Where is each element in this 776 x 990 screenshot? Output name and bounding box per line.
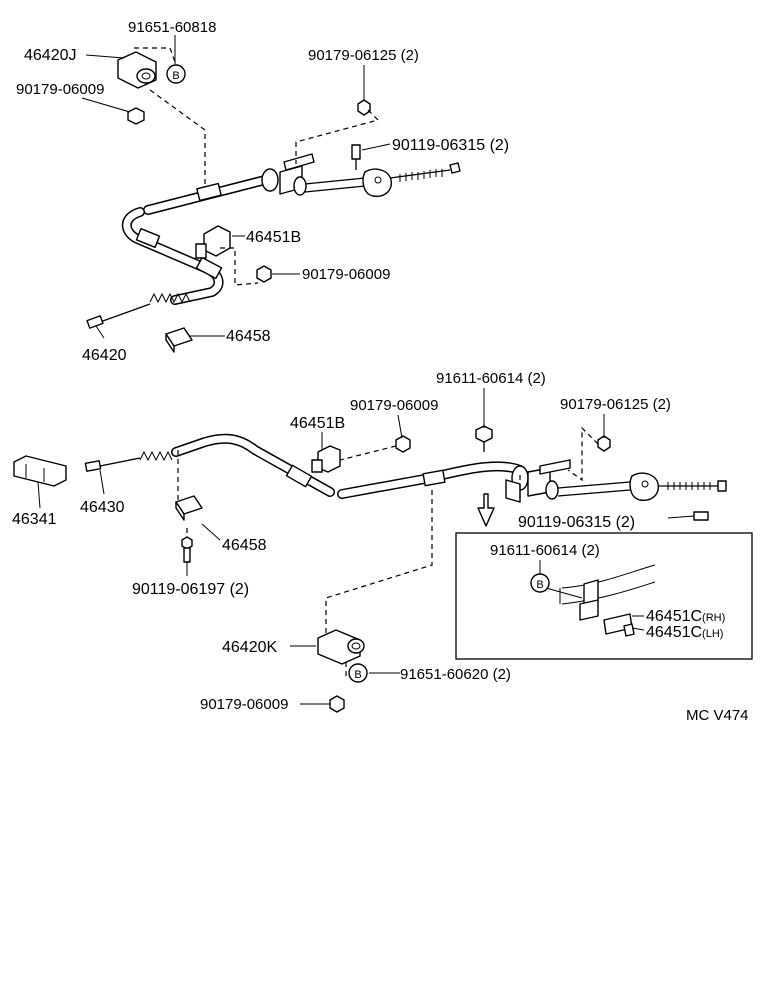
label-46458-bottom: 46458	[222, 537, 267, 554]
inset-arrow	[477, 493, 495, 527]
marker-b-top: B	[166, 64, 186, 84]
label-46451B-bottom: 46451B	[290, 415, 345, 432]
reference-code: MC V474	[686, 707, 749, 724]
label-90179-06125-bottom: 90179-06125 (2)	[560, 396, 671, 413]
label-90179-06125-top: 90179-06125 (2)	[308, 47, 419, 64]
clip-46458-bottom	[175, 495, 203, 521]
inset-box	[455, 532, 753, 660]
bolt-91611-60614-bottom	[475, 425, 493, 452]
label-90119-06197: 90119-06197 (2)	[132, 581, 249, 598]
clip-46451B-top	[195, 225, 231, 259]
nut-90179-06009-bottom	[329, 695, 345, 713]
label-46458-top: 46458	[226, 328, 271, 345]
label-90179-06009-bottom-mid: 90179-06009	[350, 397, 438, 414]
label-91651-60620: 91651-60620 (2)	[400, 666, 511, 683]
top-cable-assembly	[86, 153, 461, 329]
nut-90179-06125-bottom	[597, 435, 611, 452]
label-46420J: 46420J	[24, 47, 77, 64]
clip-46458-top	[165, 327, 193, 353]
part-46341	[13, 455, 67, 487]
label-46451C-lh-code: 46451C	[646, 624, 702, 641]
marker-b-inset: B	[530, 573, 550, 593]
label-90119-06315-bottom: 90119-06315 (2)	[518, 514, 635, 531]
label-46451B-top: 46451B	[246, 229, 301, 246]
nut-90179-06009-bottom-mid	[395, 435, 411, 453]
label-90179-06009-top-mid: 90179-06009	[302, 266, 390, 283]
nut-90179-06009-mid	[256, 265, 272, 283]
label-46420: 46420	[82, 347, 127, 364]
label-90179-06009-top-left: 90179-06009	[16, 81, 104, 98]
marker-b-bottom: B	[348, 663, 368, 683]
label-46451C-lh-suffix: (LH)	[702, 628, 723, 640]
label-91611-60614-bottom: 91611-60614 (2)	[436, 370, 546, 387]
label-46341: 46341	[12, 511, 57, 528]
label-91651-60818: 91651-60818	[128, 19, 216, 36]
label-46451C-rh-code: 46451C	[646, 608, 702, 625]
nut-90179-06125-top	[357, 99, 371, 116]
label-90119-06315-top: 90119-06315 (2)	[392, 137, 509, 154]
label-46451C-rh-suffix: (RH)	[702, 612, 725, 624]
label-46430: 46430	[80, 499, 125, 516]
label-46451C-lh: 46451C(LH)	[646, 624, 723, 641]
label-46420K: 46420K	[222, 639, 277, 656]
top-leaders	[81, 35, 391, 339]
label-90179-06009-bottom: 90179-06009	[200, 696, 288, 713]
nut-90179-06009-top	[127, 107, 145, 125]
label-46451C-rh: 46451C(RH)	[646, 608, 725, 625]
clip-46451B-bottom	[311, 445, 341, 473]
bolt-90119-06197	[181, 536, 193, 563]
marker-b-inset-text: B	[536, 579, 543, 591]
bolt-90119-06315-top	[351, 144, 361, 170]
bracket-46420J	[117, 51, 157, 89]
bracket-46420K	[317, 629, 365, 665]
bottom-leaders	[37, 388, 695, 705]
marker-b-top-text: B	[172, 70, 179, 82]
label-91611-60614-inset: 91611-60614 (2)	[490, 542, 600, 559]
marker-b-bottom-text: B	[354, 669, 361, 681]
bolt-90119-06315-bottom	[693, 511, 709, 521]
